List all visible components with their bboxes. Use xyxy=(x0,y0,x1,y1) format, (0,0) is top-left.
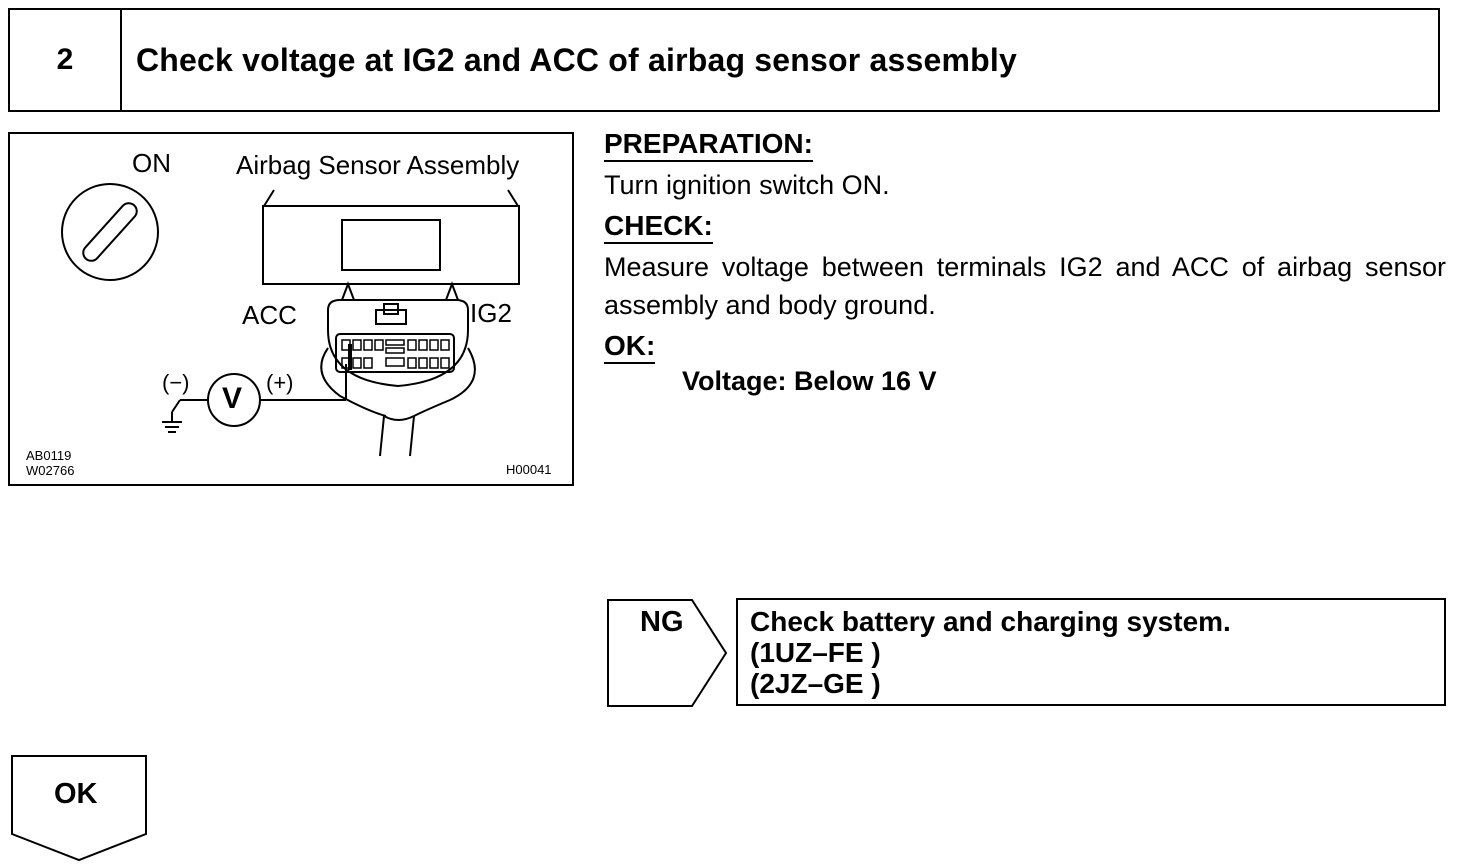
ignition-switch-icon xyxy=(61,183,159,281)
connector-icon xyxy=(327,281,469,388)
step-header: 2 Check voltage at IG2 and ACC of airbag… xyxy=(8,8,1440,112)
negative-probe-label: (−) xyxy=(162,370,190,395)
voltmeter-icon xyxy=(171,364,347,427)
ng-action-box: Check battery and charging system. (1UZ–… xyxy=(736,598,1446,706)
illustration-drawing xyxy=(61,183,520,457)
ng-arrow-shape xyxy=(607,599,728,707)
wire-harness-icon xyxy=(320,347,476,457)
figure-code-2: W02766 xyxy=(26,463,75,478)
ng-engine-1: (1UZ–FE ) xyxy=(750,637,881,668)
ground-icon xyxy=(162,421,182,433)
ig2-terminal-label: IG2 xyxy=(470,298,512,328)
instructions: PREPARATION: Turn ignition switch ON. CH… xyxy=(604,128,1446,397)
airbag-sensor-assembly-icon xyxy=(262,189,520,285)
positive-probe-label: (+) xyxy=(266,370,294,395)
step-number: 2 xyxy=(10,10,122,110)
ng-engine-2: (2JZ–GE ) xyxy=(750,668,881,699)
ignition-on-label: ON xyxy=(132,148,171,178)
step-title: Check voltage at IG2 and ACC of airbag s… xyxy=(136,41,1018,78)
acc-terminal-label: ACC xyxy=(242,300,297,330)
ng-action-text: Check battery and charging system. xyxy=(750,606,1231,637)
figure-code-3: H00041 xyxy=(506,462,552,477)
assembly-label: Airbag Sensor Assembly xyxy=(236,150,520,180)
ok-arrow-shape xyxy=(11,755,147,862)
check-heading: CHECK: xyxy=(604,210,713,244)
figure-code-1: AB0119 xyxy=(26,448,72,463)
preparation-text: Turn ignition switch ON. xyxy=(604,170,890,200)
wiring-illustration: ON Airbag Sensor Assembly ACC IG2 (−) (+… xyxy=(8,132,574,486)
check-text: Measure voltage between terminals IG2 an… xyxy=(604,252,1446,320)
ng-label: NG xyxy=(640,606,684,638)
preparation-heading: PREPARATION: xyxy=(604,128,813,162)
voltmeter-symbol: V xyxy=(222,382,243,415)
ok-branch-label: OK xyxy=(54,778,98,810)
ok-spec-value: Voltage: Below 16 V xyxy=(682,366,937,396)
ok-heading: OK: xyxy=(604,330,656,364)
